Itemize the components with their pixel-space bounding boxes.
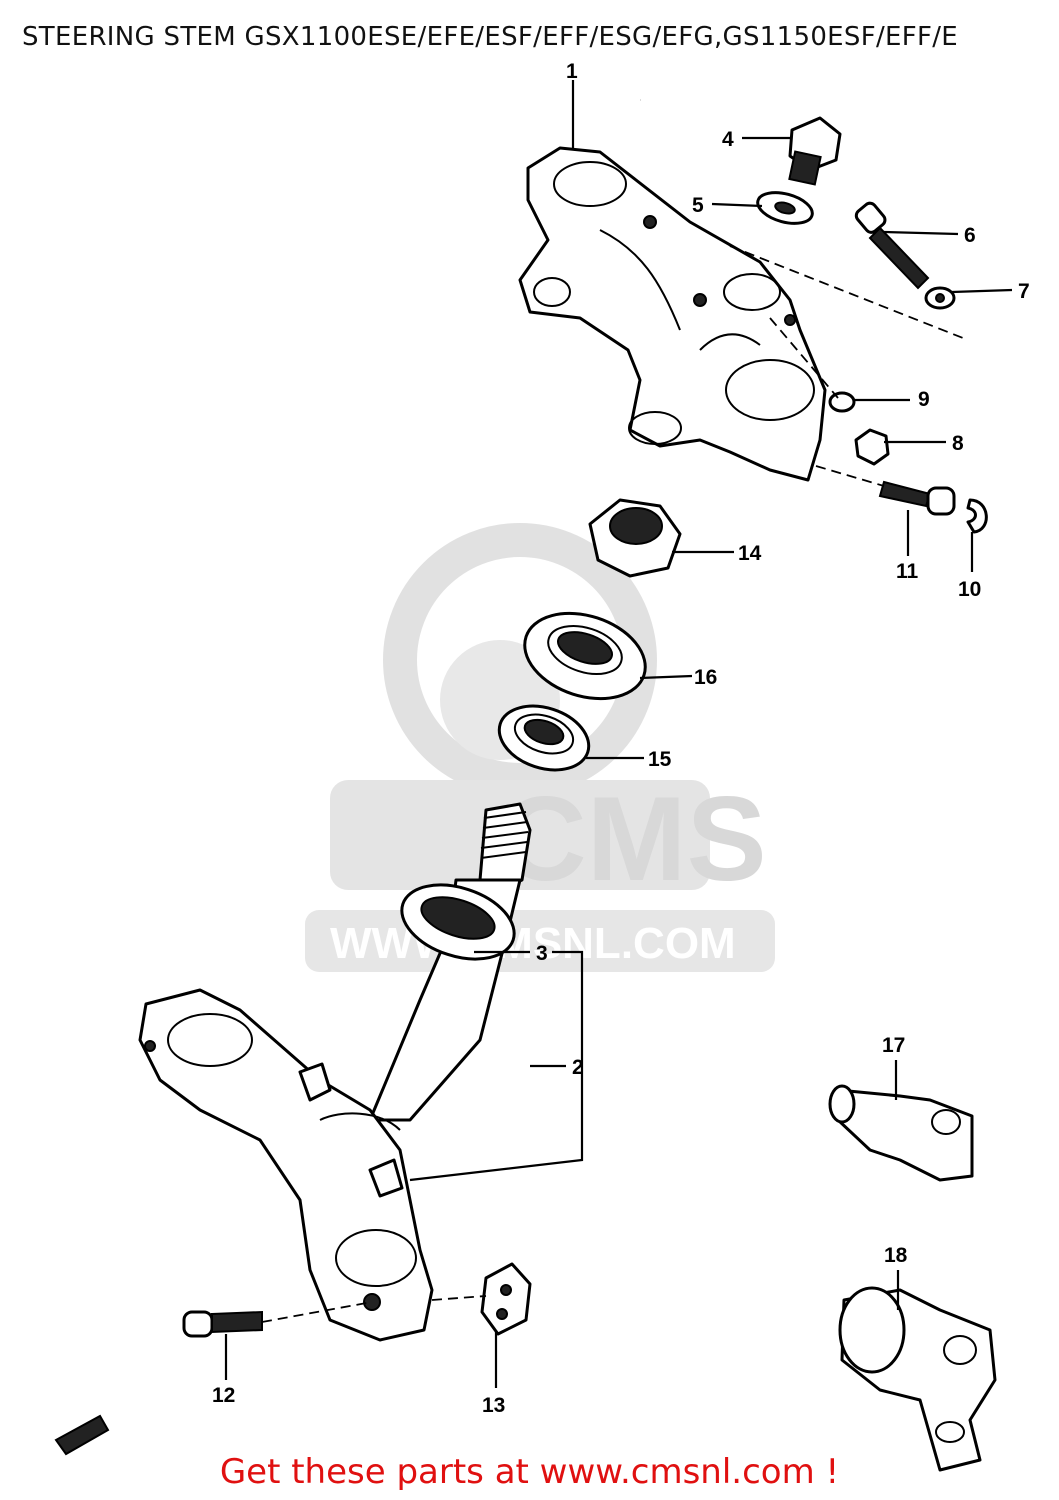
dust-seal-16 — [523, 611, 647, 701]
lock-cylinder-18 — [838, 1286, 997, 1472]
bolt-12 — [182, 1310, 263, 1338]
part-label-9: 9 — [918, 388, 930, 411]
part-number-labels: 1 2 3 4 5 6 7 8 9 10 11 12 13 14 15 16 1… — [212, 60, 1030, 1417]
steering-lock-17 — [828, 1084, 974, 1182]
watermark-url: WWW.CMSNL.COM — [330, 919, 736, 968]
page-title: STEERING STEM GSX1100ESE/EFE/ESF/EFF/ESG… — [22, 22, 959, 52]
part-label-3: 3 — [536, 942, 548, 965]
leader-lines — [224, 80, 1013, 1388]
washer-7 — [924, 286, 956, 310]
nut-8 — [854, 428, 890, 466]
part-label-13: 13 — [482, 1394, 505, 1417]
part-label-11: 11 — [896, 560, 919, 583]
part-label-8: 8 — [952, 432, 964, 455]
part-label-16: 16 — [694, 666, 717, 689]
washer-5 — [756, 191, 814, 225]
bolt-11 — [878, 480, 956, 516]
part-label-6: 6 — [964, 224, 976, 247]
lower-bracket-stem — [138, 802, 532, 1342]
footer-cta-link[interactable]: Get these parts at www.cmsnl.com ! — [219, 1452, 840, 1492]
bearing-15 — [497, 704, 591, 772]
part-label-7: 7 — [1018, 280, 1030, 303]
clip-10 — [966, 498, 988, 534]
part-label-14: 14 — [738, 542, 762, 565]
part-label-15: 15 — [648, 748, 672, 771]
part-label-1: 1 — [566, 60, 578, 83]
part-label-10: 10 — [958, 578, 981, 601]
watermark-brand: CMS — [500, 772, 767, 906]
washer-9 — [828, 391, 856, 413]
clamp-plate-13 — [480, 1262, 532, 1336]
part-label-5: 5 — [692, 194, 704, 217]
part-label-18: 18 — [884, 1244, 908, 1267]
front-arrow-icon — [54, 1414, 110, 1456]
part-label-12: 12 — [212, 1384, 235, 1407]
part-label-2: 2 — [572, 1056, 584, 1079]
bolt-6 — [854, 201, 930, 290]
part-label-17: 17 — [882, 1034, 905, 1057]
part-label-4: 4 — [722, 128, 734, 151]
bolt-4 — [788, 116, 842, 186]
